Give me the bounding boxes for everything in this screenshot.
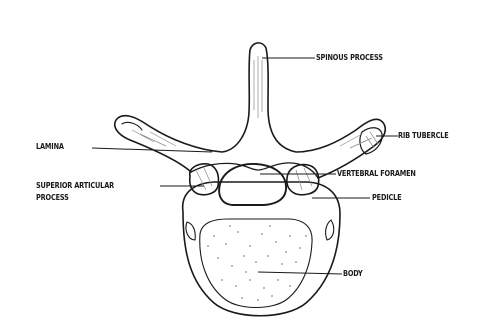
body-stippling (207, 225, 307, 301)
left-costal-facet (186, 222, 195, 240)
right-superior-articular-process (287, 165, 319, 195)
left-transverse-tip (122, 122, 142, 130)
vertebral-body-outline (183, 182, 340, 316)
label-pedicle: PEDICLE (372, 193, 402, 203)
right-costal-facet (326, 220, 334, 240)
label-rib-tubercle: RIB TUBERCLE (398, 131, 449, 141)
label-superior-articular-line1: SUPERIOR ARTICULAR (36, 181, 114, 191)
label-vertebral-foramen: VERTEBRAL FORAMEN (337, 169, 416, 179)
vertebral-foramen-outline (219, 164, 286, 205)
vertebral-body-inner (200, 219, 312, 308)
label-spinous-process: SPINOUS PROCESS (316, 53, 383, 63)
label-body: BODY (343, 269, 363, 279)
posterior-arch-outline (115, 43, 386, 178)
label-superior-articular-line2: PROCESS (36, 193, 69, 203)
label-lamina: LAMINA (36, 142, 64, 152)
